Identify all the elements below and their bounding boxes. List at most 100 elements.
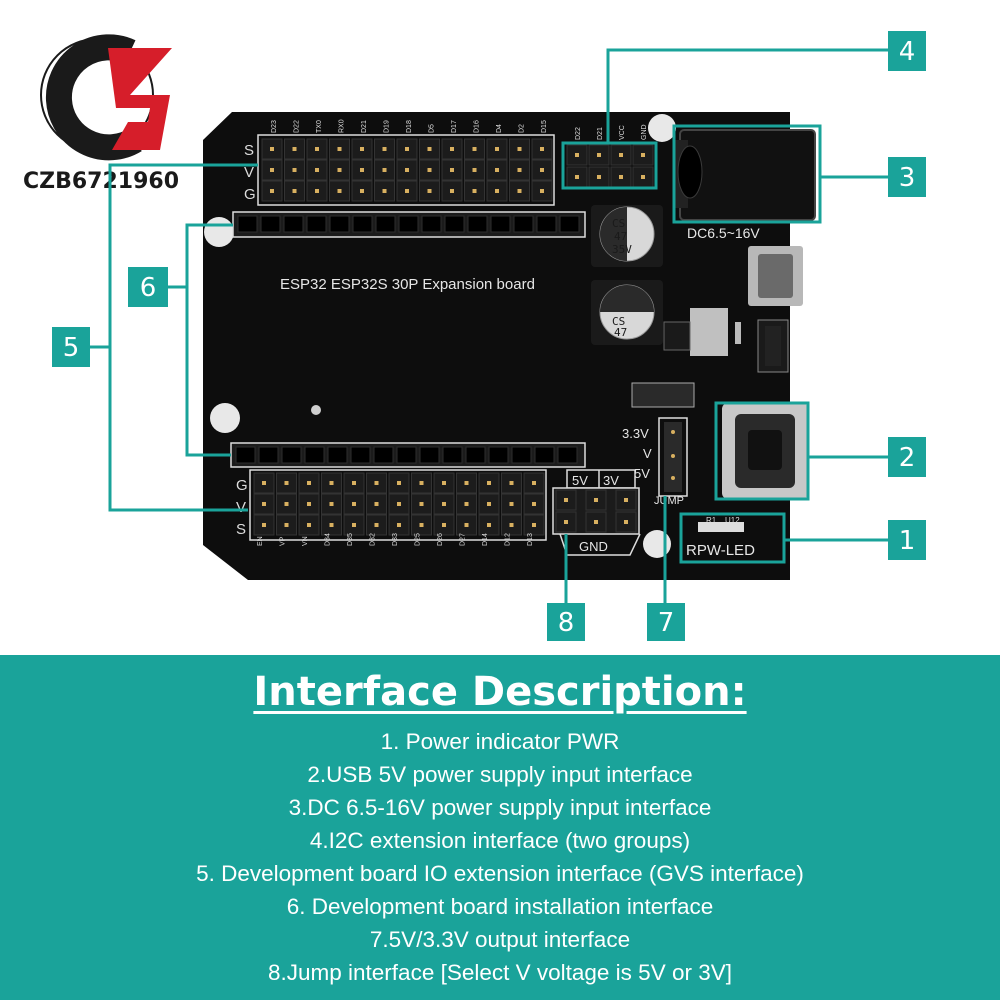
socket-hole: [283, 215, 304, 233]
pin-label: D14: [482, 533, 489, 546]
pin-label: D26: [437, 533, 444, 546]
led-label: RPW-LED: [686, 542, 755, 559]
pin-label: D15: [541, 120, 548, 133]
callout-outlines: [561, 124, 822, 564]
board-diagram: CZB6721960 ESP32 ESP32S 30P Expansion bo…: [23, 31, 926, 641]
pin-label: D17: [451, 120, 458, 133]
svg-text:7: 7: [658, 608, 675, 638]
jump-label: JUMP: [654, 495, 684, 507]
row-letter-v: V: [236, 499, 246, 516]
row-letter-g: G: [244, 186, 256, 203]
product-figure: CZB6721960 ESP32 ESP32S 30P Expansion bo…: [23, 31, 926, 641]
description-item: 7.5V/3.3V output interface: [369, 927, 631, 952]
callout-5: 5: [52, 327, 90, 367]
svg-text:4: 4: [899, 37, 916, 67]
socket-hole: [352, 215, 373, 233]
callout-6: 6: [128, 267, 168, 307]
board-title: ESP32 ESP32S 30P Expansion board: [280, 276, 535, 293]
description-item: 1. Power indicator PWR: [380, 729, 620, 754]
socket-hole: [350, 446, 371, 464]
pin-label: RX0: [339, 119, 346, 133]
diode: [757, 319, 789, 373]
svg-text:CS: CS: [612, 217, 625, 230]
socket-strip-top: [232, 211, 586, 238]
diode: [631, 382, 695, 408]
pin-label: D5: [429, 124, 436, 133]
pin-label: VCC: [619, 125, 626, 140]
description-item: 3.DC 6.5-16V power supply input interfac…: [288, 795, 712, 820]
socket-hole: [511, 446, 532, 464]
svg-text:35V: 35V: [612, 243, 632, 256]
socket-hole: [398, 215, 419, 233]
jump-3v3-label: 3.3V: [622, 426, 649, 441]
svg-text:CS: CS: [612, 315, 625, 328]
pin-label: D21: [597, 127, 604, 140]
description-item: 4.I2C extension interface (two groups): [309, 828, 691, 853]
pin-label: VN: [302, 536, 309, 546]
pin-label: D18: [406, 120, 413, 133]
logo-text: CZB6721960: [23, 169, 179, 194]
mount-hole: [648, 114, 676, 142]
dc-voltage-label: DC6.5~16V: [687, 225, 760, 241]
svg-text:8: 8: [558, 608, 575, 638]
socket-hole: [373, 446, 394, 464]
capacitor: CS 47 35V: [591, 205, 663, 267]
socket-hole: [534, 446, 555, 464]
description-item: 5. Development board IO extension interf…: [196, 861, 804, 886]
socket-hole: [557, 446, 578, 464]
pin-label: D35: [347, 533, 354, 546]
out-3v-label: 3V: [603, 473, 619, 488]
pin-label: D32: [370, 533, 377, 546]
callout-3: 3: [888, 157, 926, 197]
pin-label: D33: [392, 533, 399, 546]
socket-hole: [444, 215, 465, 233]
row-letter-v: V: [244, 164, 254, 181]
pin-label: D19: [384, 120, 391, 133]
svg-text:47: 47: [614, 230, 627, 243]
pin-label: EN: [257, 536, 264, 546]
svg-text:1: 1: [899, 526, 916, 556]
mount-hole: [204, 217, 234, 247]
description-title: Interface Description:: [253, 669, 747, 715]
socket-hole: [559, 215, 580, 233]
socket-hole: [304, 446, 325, 464]
description-item: 8.Jump interface [Select V voltage is 5V…: [268, 960, 732, 985]
pin-label: D23: [271, 120, 278, 133]
jump-v-label: V: [643, 446, 652, 461]
svg-text:3: 3: [899, 163, 916, 193]
pin-label: D13: [527, 533, 534, 546]
callout-4: 4: [888, 31, 926, 71]
description-item: 2.USB 5V power supply input interface: [307, 762, 693, 787]
socket-strip-bottom: [230, 442, 586, 468]
pin-label: D25: [415, 533, 422, 546]
via: [311, 405, 321, 415]
capacitor: CS 47: [591, 280, 663, 345]
pin-label: TX0: [316, 120, 323, 133]
socket-hole: [513, 215, 534, 233]
pin-label: VP: [280, 536, 287, 546]
callout-1: 1: [888, 520, 926, 560]
socket-hole: [467, 215, 488, 233]
description-item: 6. Development board installation interf…: [286, 894, 714, 919]
pin-label: D34: [325, 533, 332, 546]
gnd-label: GND: [579, 539, 608, 554]
socket-hole: [536, 215, 557, 233]
svg-text:5: 5: [63, 333, 80, 363]
pin-label: D27: [460, 533, 467, 546]
mount-hole: [643, 530, 671, 558]
svg-text:R1: R1: [706, 516, 717, 525]
socket-hole: [258, 446, 279, 464]
svg-text:U12: U12: [725, 516, 740, 525]
socket-hole: [396, 446, 417, 464]
voltage-regulator: [663, 308, 741, 356]
svg-text:6: 6: [140, 273, 157, 303]
socket-hole: [260, 215, 281, 233]
pin-label: GND: [641, 124, 648, 140]
pin-label: D22: [294, 120, 301, 133]
socket-hole: [375, 215, 396, 233]
svg-text:2: 2: [899, 443, 916, 473]
pin-label: D12: [505, 533, 512, 546]
power-led: R1 U12 RPW-LED: [686, 516, 755, 559]
socket-hole: [488, 446, 509, 464]
